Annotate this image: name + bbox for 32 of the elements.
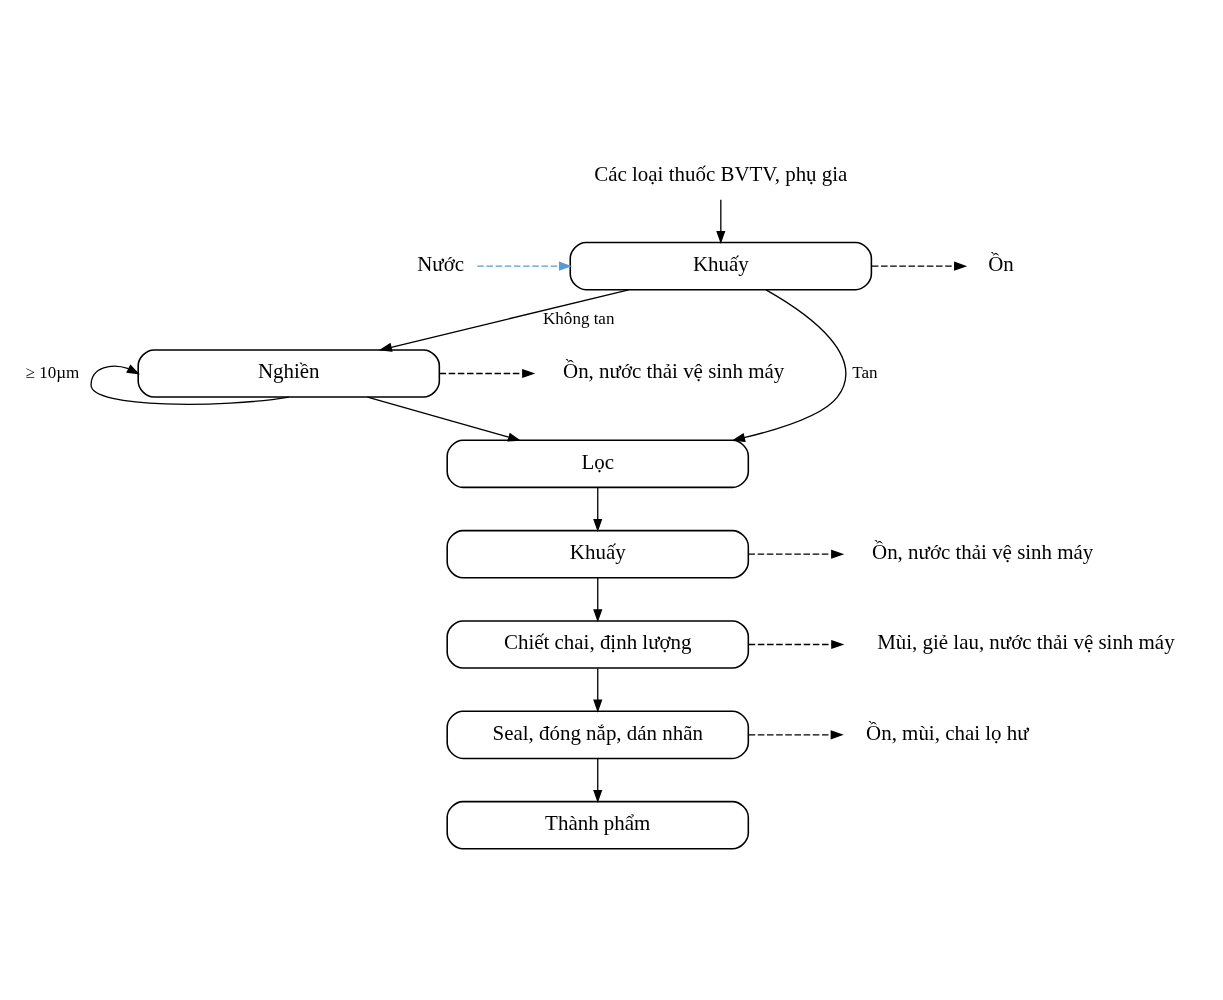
arrow	[378, 288, 630, 352]
arrow	[716, 198, 726, 244]
node-text: Mùi, giẻ lau, nước thải vệ sinh máy	[877, 629, 1175, 654]
arrow	[747, 549, 845, 559]
arrow	[593, 576, 603, 622]
node-text: Ồn	[988, 251, 1014, 276]
arrow	[748, 729, 844, 739]
arrow	[438, 368, 536, 378]
node-text: Ồn, nước thải vệ sinh máy	[563, 358, 785, 383]
node-box: Chiết chai, định lượng	[446, 619, 750, 669]
arrow	[871, 261, 968, 271]
arrow	[748, 639, 845, 649]
node-text: Ồn, mùi, chai lọ hư	[866, 720, 1029, 745]
node-text: Nước	[417, 251, 465, 276]
edge-label: ≥ 10µm	[25, 362, 80, 382]
edge-label: Tan	[852, 362, 878, 382]
arrow	[366, 396, 522, 442]
arrow	[90, 363, 290, 405]
node-text: Các loại thuốc BVTV, phụ gia	[594, 161, 848, 186]
arrow	[593, 667, 603, 713]
arrow	[593, 757, 603, 803]
node-box: Khuấy	[446, 529, 750, 579]
arrow	[593, 486, 603, 532]
node-box: Thành phẩm	[446, 800, 750, 850]
arrow	[731, 288, 847, 442]
node-box: Lọc	[446, 439, 750, 488]
edge-label: Không tan	[543, 308, 615, 328]
node-text: Ồn, nước thải vệ sinh máy	[872, 539, 1094, 564]
node-box: Seal, đóng nắp, dán nhãn	[446, 710, 750, 759]
node-box: Nghiền	[137, 348, 441, 398]
arrow	[476, 261, 573, 271]
node-box: Khuấy	[569, 241, 873, 290]
